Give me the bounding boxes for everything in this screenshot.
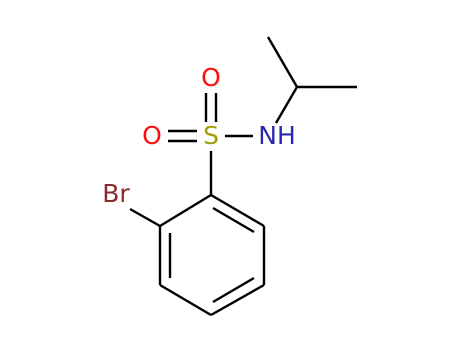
atom-label-sulfur: S (203, 121, 219, 150)
ring-bond-c1-c2 (210, 193, 265, 228)
atom-label-oxygen-top: O (201, 63, 221, 92)
ring-bond-c4-c5 (159, 283, 212, 317)
ring-bond-c3-c4 (210, 283, 265, 317)
ring-bond-c6-c1 (159, 193, 212, 228)
bond-ring-to-bromine (129, 207, 161, 228)
benzene-ring (158, 193, 266, 317)
atom-label-nitrogen: NH (258, 121, 296, 150)
atom-label-bromine: Br (102, 179, 130, 208)
ring-double-bond-inner-2 (212, 276, 255, 304)
bond-ch-to-methyl-left (266, 36, 299, 88)
bond-nitrogen-to-ch (274, 86, 299, 124)
atom-label-oxygen-left: O (142, 121, 162, 150)
ring-double-bond-inner-1 (212, 206, 255, 234)
